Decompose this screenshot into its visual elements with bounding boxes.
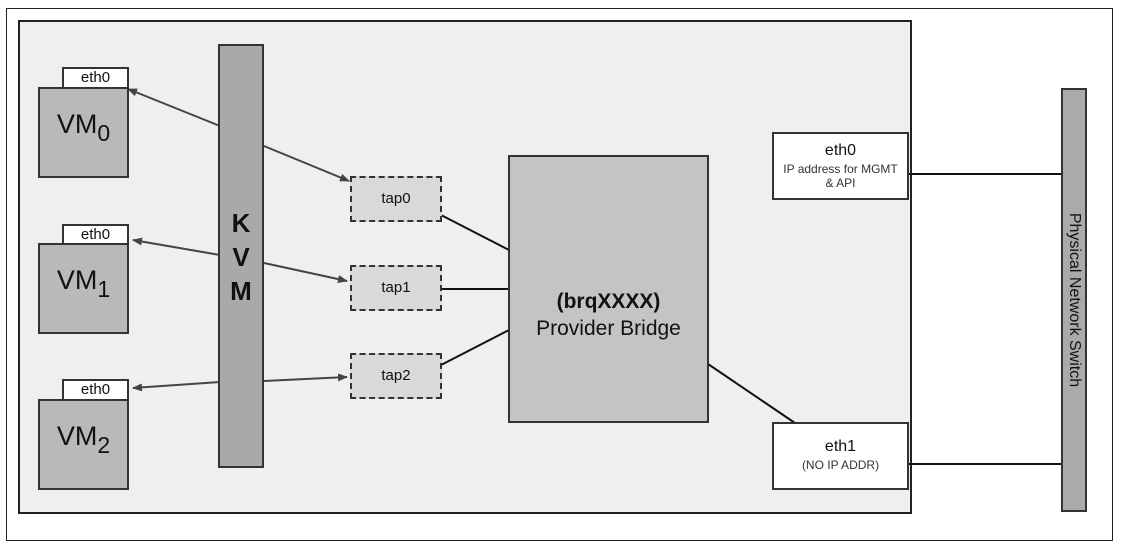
vm2-eth0-label: eth0 — [62, 379, 129, 401]
vm1-box: VM1 — [38, 243, 129, 334]
bridge-label: Provider Bridge — [536, 317, 681, 340]
vm2-label: VM2 — [56, 421, 111, 458]
vm0-label: VM0 — [56, 109, 111, 146]
link-bridge-eth1 — [707, 363, 796, 424]
tap1-interface: tap1 — [350, 265, 442, 311]
vm1-label: VM1 — [56, 265, 111, 302]
link-tap2-bridge — [440, 329, 510, 366]
vm2-box: VM2 — [38, 399, 129, 490]
arrow-kvm-vm1 — [132, 237, 221, 256]
switch-label: Physical Network Switch — [1066, 212, 1083, 388]
host-eth0-name: eth0 — [824, 142, 857, 159]
tap2-interface: tap2 — [350, 353, 442, 399]
host-eth0-desc: IP address for MGMT & API — [783, 162, 898, 190]
arrow-kvm-tap2 — [263, 373, 348, 382]
host-eth1: eth1 (NO IP ADDR) — [772, 422, 909, 490]
kvm-label: K V M — [230, 208, 252, 306]
host-eth0: eth0 IP address for MGMT & API — [772, 132, 909, 200]
arrow-kvm-vm2 — [132, 381, 221, 392]
arrow-kvm-tap0 — [263, 145, 350, 182]
tap0-interface: tap0 — [350, 176, 442, 222]
vm0-eth0-label: eth0 — [62, 67, 129, 89]
kvm-hypervisor: K V M — [218, 44, 264, 468]
physical-network-switch: Physical Network Switch — [1061, 88, 1087, 512]
arrow-kvm-tap1 — [263, 262, 348, 284]
vm0-box: VM0 — [38, 87, 129, 178]
link-tap0-bridge — [440, 214, 510, 251]
arrow-kvm-vm0 — [127, 88, 221, 127]
host-eth1-name: eth1 — [824, 438, 857, 455]
provider-bridge: (brqXXXX) Provider Bridge — [508, 155, 709, 423]
host-eth1-desc: (NO IP ADDR) — [801, 458, 880, 472]
host-server — [18, 20, 912, 514]
bridge-name: (brqXXXX) — [556, 290, 661, 313]
